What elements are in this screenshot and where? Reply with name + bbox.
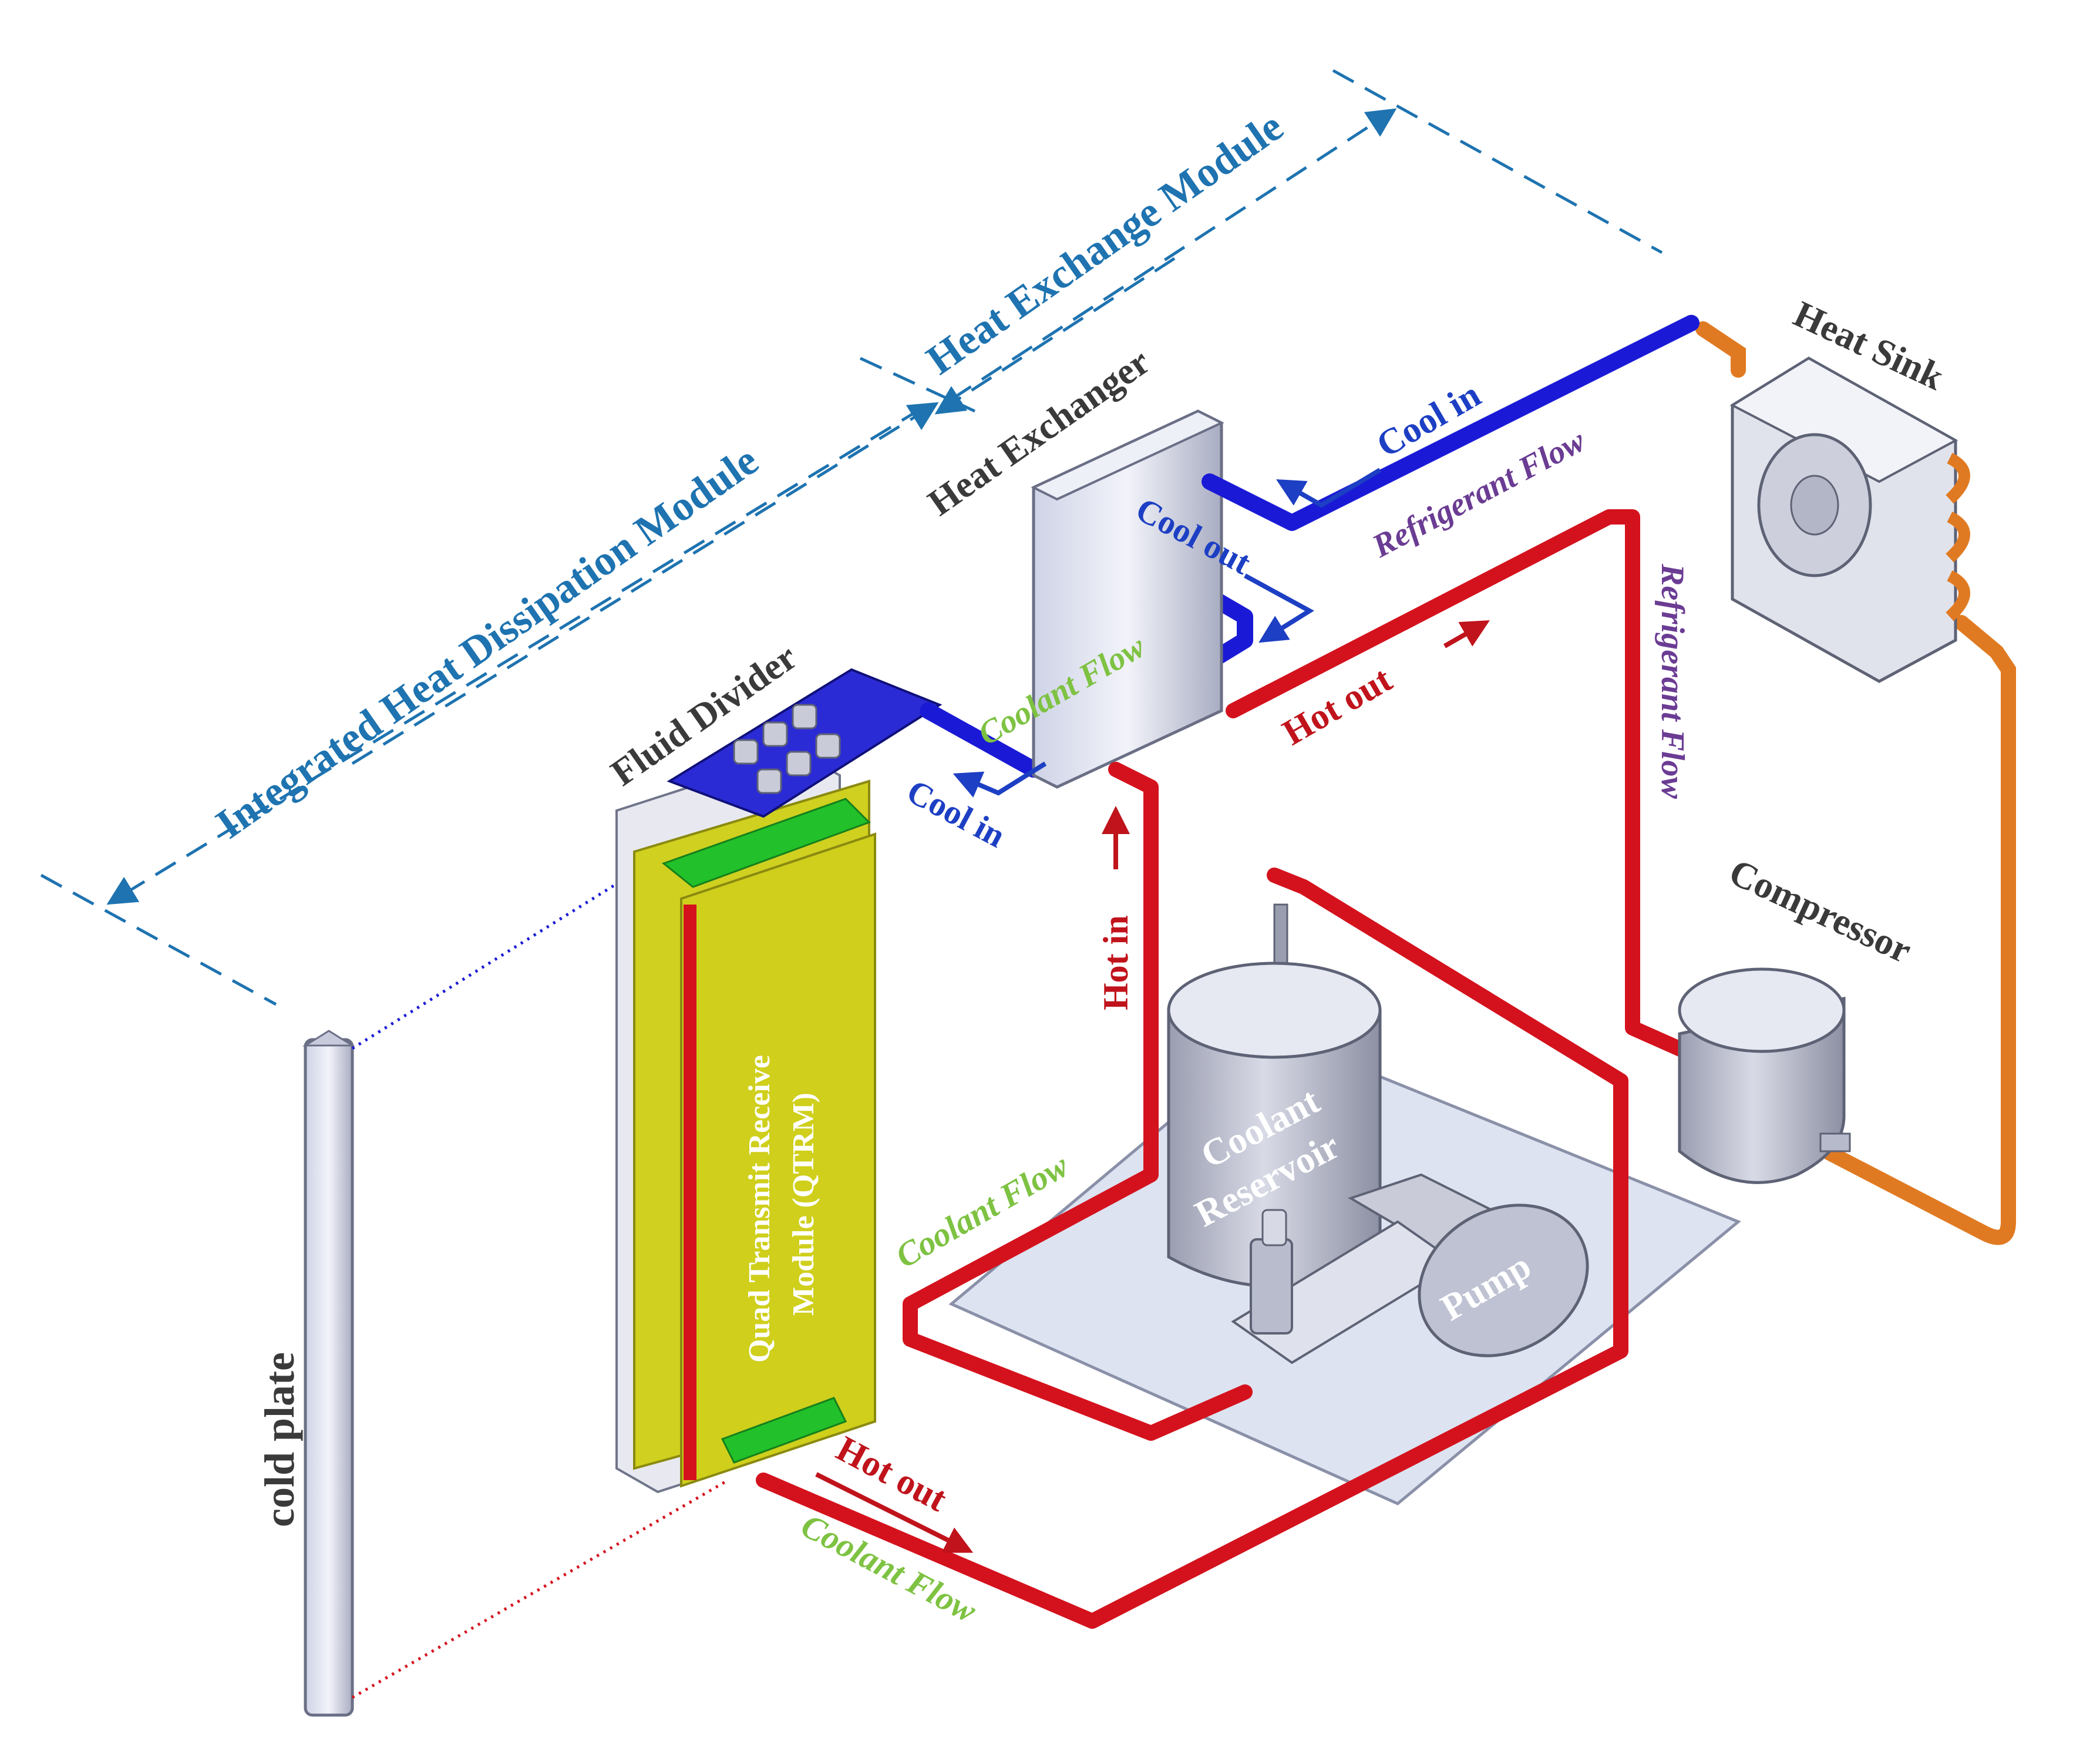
boundary-exchange-arrow — [950, 108, 1397, 401]
qtrm-module: Quad Transmit Receive Module (QTRM) — [615, 750, 876, 1494]
compressor — [1678, 967, 1851, 1184]
boundary-left-tick — [40, 873, 277, 1006]
coolant-hot-pipe-exchanger — [1226, 509, 1693, 1059]
coolant-hot-pipe-return — [903, 762, 1253, 1441]
fluid-divider — [667, 668, 943, 818]
arrow-cool-out — [1244, 573, 1314, 643]
arrow-hot-out-exchanger — [1443, 620, 1490, 648]
coolant-hot-pipe-pump — [756, 868, 1628, 1629]
qtrm-label-line2: Module (QTRM) — [787, 1092, 820, 1316]
module-boundaries — [40, 69, 1663, 1006]
boundary-integrated-arrow — [106, 406, 923, 905]
arrow-hot-out-bottom — [815, 1472, 974, 1553]
qtrm-label-line1: Quad Transmit Receive — [743, 1055, 776, 1363]
label-cool-in-divider: Cool in — [901, 772, 1011, 855]
heat-sink — [1729, 357, 1970, 683]
label-compressor: Compressor — [1723, 851, 1918, 971]
flow-arrows — [815, 468, 1490, 1553]
pump: Pump — [1231, 1173, 1589, 1364]
boundary-divider-tick — [859, 357, 976, 413]
label-cold-plate: cold plate — [256, 1352, 303, 1527]
coolant-cold-pipe-sink — [1202, 315, 1699, 531]
arrow-cool-in-top — [1276, 468, 1382, 508]
heat-exchanger — [1031, 409, 1224, 789]
label-hot-in: Hot in — [1096, 915, 1135, 1010]
boundary-exchange-arrow-back — [934, 257, 1176, 415]
arrow-cool-in-divider — [953, 761, 1047, 798]
label-hot-out-bottom: Hot out — [830, 1428, 953, 1520]
cold-plate — [302, 1030, 356, 1717]
module-label-heat-exchange: Heat Exchange Module — [918, 103, 1291, 384]
coolant-reservoir: Coolant Reservoir — [1167, 903, 1382, 1288]
refrigerant-pipe — [1695, 321, 2016, 1245]
cold-plate-link-bottom — [351, 1478, 729, 1699]
boundary-right-tick — [1332, 69, 1663, 254]
boundary-integrated-arrow-back — [351, 402, 939, 765]
label-refrigerant-flow-side: Refrigerant Flow — [1654, 563, 1691, 799]
